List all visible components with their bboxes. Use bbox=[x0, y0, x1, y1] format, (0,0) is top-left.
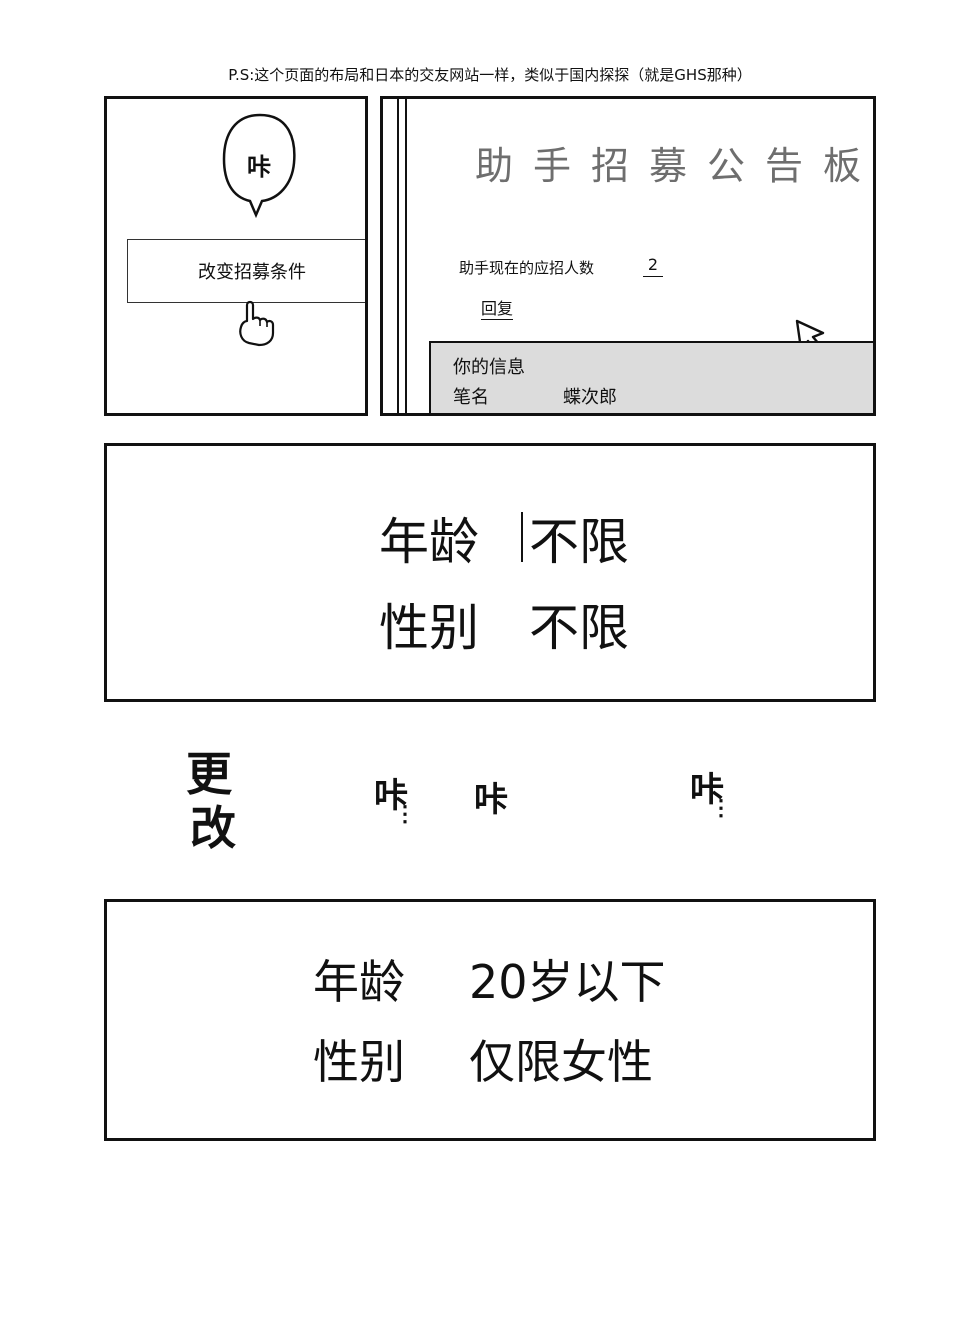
applicant-count-label: 助手现在的应招人数 bbox=[459, 259, 595, 277]
gender-value-field[interactable]: 仅限女性 bbox=[469, 1035, 653, 1089]
age-value-field[interactable]: 20岁以下 bbox=[469, 955, 666, 1009]
sfx-dots-3: ⋮ bbox=[710, 795, 732, 821]
applicant-count-value: 2 bbox=[643, 255, 663, 277]
author-note: P.S:这个页面的布局和日本的交友网站一样，类似于国内探探（就是GHS那种） bbox=[228, 66, 752, 84]
age-label: 年龄 bbox=[313, 955, 405, 1009]
speech-bubble: 咔 bbox=[220, 111, 300, 225]
pen-name-value: 蝶次郎 bbox=[563, 387, 617, 408]
bubble-sfx-text: 咔 bbox=[247, 152, 271, 181]
comic-panel-4: 年龄 20岁以下 性别 仅限女性 bbox=[104, 899, 876, 1141]
age-label: 年龄 bbox=[379, 513, 479, 571]
comic-panel-1: 咔 改变招募条件 bbox=[104, 96, 368, 416]
pen-name-label: 笔名 bbox=[453, 387, 489, 408]
gender-label: 性别 bbox=[379, 599, 479, 657]
sfx-change-bottom: 改 bbox=[190, 801, 236, 855]
text-caret bbox=[521, 512, 523, 562]
sfx-click-1: 咔 bbox=[374, 776, 408, 816]
sfx-click-2: 咔 bbox=[474, 780, 508, 820]
age-value-field[interactable]: 不限 bbox=[529, 513, 629, 571]
reply-link[interactable]: 回复 bbox=[481, 295, 514, 320]
sfx-click-3: 咔 bbox=[690, 770, 724, 810]
change-recruit-conditions-button[interactable]: 改变招募条件 bbox=[127, 239, 365, 303]
window-side-rail bbox=[397, 99, 407, 413]
your-info-title: 你的信息 bbox=[453, 357, 525, 378]
sfx-change-top: 更 bbox=[186, 747, 232, 801]
pointing-hand-icon bbox=[233, 299, 277, 353]
your-info-section: 你的信息 笔名 蝶次郎 bbox=[429, 341, 873, 413]
comic-panel-2: 助手招募公告板 助手现在的应招人数 2 回复 你的信息 笔名 蝶次郎 bbox=[380, 96, 876, 416]
gender-label: 性别 bbox=[313, 1035, 405, 1089]
sfx-dots-1: ⋮ bbox=[394, 801, 416, 827]
comic-panel-3: 年龄 不限 性别 不限 bbox=[104, 443, 876, 702]
gender-value-field[interactable]: 不限 bbox=[529, 599, 629, 657]
board-title: 助手招募公告板 bbox=[475, 144, 876, 188]
